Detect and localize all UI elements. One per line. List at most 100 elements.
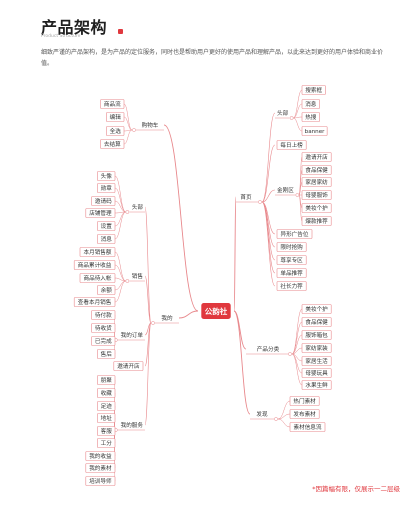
title-accent-dot [118,29,123,34]
connector-discover-0 [277,400,291,420]
home-item-2-5: 爆款推荐 [301,216,332,226]
home-group-5: 尊享专区 [276,255,307,265]
category-item-3-box [301,343,332,353]
connector-root-home [233,196,237,312]
category-item-0: 美妆个护 [301,304,332,314]
home-group-7-box [276,281,307,291]
mine-item-0-5-label: 消息 [101,235,113,243]
connector-mine-item-1-2 [114,277,126,282]
home-item-0-1-label: 消息 [305,100,317,108]
mine-item-4-3-label: 地址 [101,414,113,422]
connector-root-cart [163,124,199,312]
home-item-2-4-label: 美妆个护 [305,204,328,212]
category-item-3-label: 家纺家装 [305,344,328,352]
discover-item-0-label: 热门素材 [293,397,316,405]
connector-home-item-0-3 [293,117,303,132]
mine-group-3-label: 邀请开店 [117,362,140,370]
mine-item-2-3-label: 售后 [101,350,113,358]
mine-item-2-1-box [91,323,116,333]
mine-item-0-5-box [97,234,116,244]
category-item-5: 母婴玩具 [301,368,332,378]
category-item-2: 服饰箱包 [301,330,332,340]
mine-item-4-4: 客服 [97,426,116,436]
home-item-2-1: 食品保健 [301,165,332,175]
home-group-3-box [276,229,313,239]
connector-mine-4 [144,322,152,426]
connector-discover-2 [277,418,291,428]
mine-item-2-0-box [91,310,116,320]
connector-mine-item-0-0 [114,175,127,213]
cart-item-3-box [100,139,125,149]
mine-item-0-3-label: 店铺管理 [89,209,112,217]
discover-item-0: 热门素材 [289,396,320,406]
discover-item-0-box [289,396,320,406]
home-group-3-label: 异形广告位 [281,230,309,238]
home-item-2-5-box [301,216,332,226]
home-item-2-2: 家居家纺 [301,177,332,187]
mine-item-4-6: 我的收益 [85,451,116,461]
category-item-5-box [301,368,332,378]
category-item-4-label: 家居生活 [305,357,328,365]
branch-category: 产品分类 [257,345,280,353]
discover-item-2-box [289,422,326,432]
branch-discover: 发现 [256,410,268,418]
mine-item-0-0-box [97,171,116,181]
connector-home-1 [261,144,276,203]
category-item-4-box [301,356,332,366]
home-group-5-label: 尊享专区 [280,256,303,264]
mine-item-2-1-label: 待收货 [95,324,112,332]
cart-item-1: 编辑 [106,112,125,122]
mine-item-4-6-label: 我的收益 [89,452,112,460]
connector-mine-1 [144,275,152,324]
connector-home-7 [261,201,276,287]
connector-mine-2 [144,322,152,336]
connector-home-2 [261,189,276,203]
node-layer: 首页头部搜索框消息热搜banner每日上榜金刚区邀请开店食品保健家居家纺母婴服饰… [73,85,332,486]
connector-home-item-0-2 [293,116,303,119]
home-item-0-3-label: banner [305,129,326,135]
connector-mine-item-1-1 [114,264,126,282]
connector-root-discover [233,310,251,415]
discover-item-2-label: 素材信息流 [294,423,322,431]
connector-discover-1 [277,413,291,420]
mine-item-1-0-label: 本月销售额 [84,248,112,256]
home-item-0-2: 热搜 [301,112,320,122]
root-node-label: 公韵社 [205,306,228,316]
mine-item-4-6-box [85,451,116,461]
category-item-1: 食品保健 [301,317,332,327]
mine-item-2-0-label: 待付款 [95,311,112,319]
branch-discover-knob [274,417,278,421]
cart-item-3: 去结算 [100,139,125,149]
category-item-4: 家居生活 [301,356,332,366]
mine-item-4-4-label: 客服 [101,427,113,435]
mine-item-0-3: 店铺管理 [85,208,116,218]
mine-item-4-3-box [97,413,116,423]
mine-item-1-0-box [79,247,116,257]
mine-item-4-5-label: 工分 [101,439,113,447]
category-item-3: 家纺家装 [301,343,332,353]
mine-item-1-2-label: 商品待入帐 [84,274,112,282]
mine-item-4-8: 培训导师 [85,476,116,486]
discover-item-1-label: 发布素材 [293,410,316,418]
mine-item-1-3-box [97,285,116,295]
connector-mine-item-0-2 [114,200,126,213]
mine-item-2-2-label: 已完成 [95,337,112,345]
connector-mine-item-0-5 [114,211,126,240]
mine-item-4-5: 工分 [97,438,116,448]
mine-item-4-0-box [97,375,116,385]
home-item-0-1: 消息 [301,99,320,109]
connector-category-0 [291,308,303,355]
category-item-0-label: 美妆个护 [305,305,328,313]
home-group-5-box [276,255,307,265]
branch-home: 首页 [240,193,252,201]
category-item-6-box [301,380,332,390]
cart-item-2: 全选 [106,126,125,136]
discover-item-1-box [289,409,320,419]
connector-mine-item-0-4 [114,211,126,227]
home-item-2-2-box [301,177,332,187]
mine-group-3-box [113,361,144,371]
home-group-4: 限时抢购 [276,242,307,252]
home-item-2-5-label: 爆款推荐 [305,217,328,225]
mine-item-4-5-box [97,438,116,448]
